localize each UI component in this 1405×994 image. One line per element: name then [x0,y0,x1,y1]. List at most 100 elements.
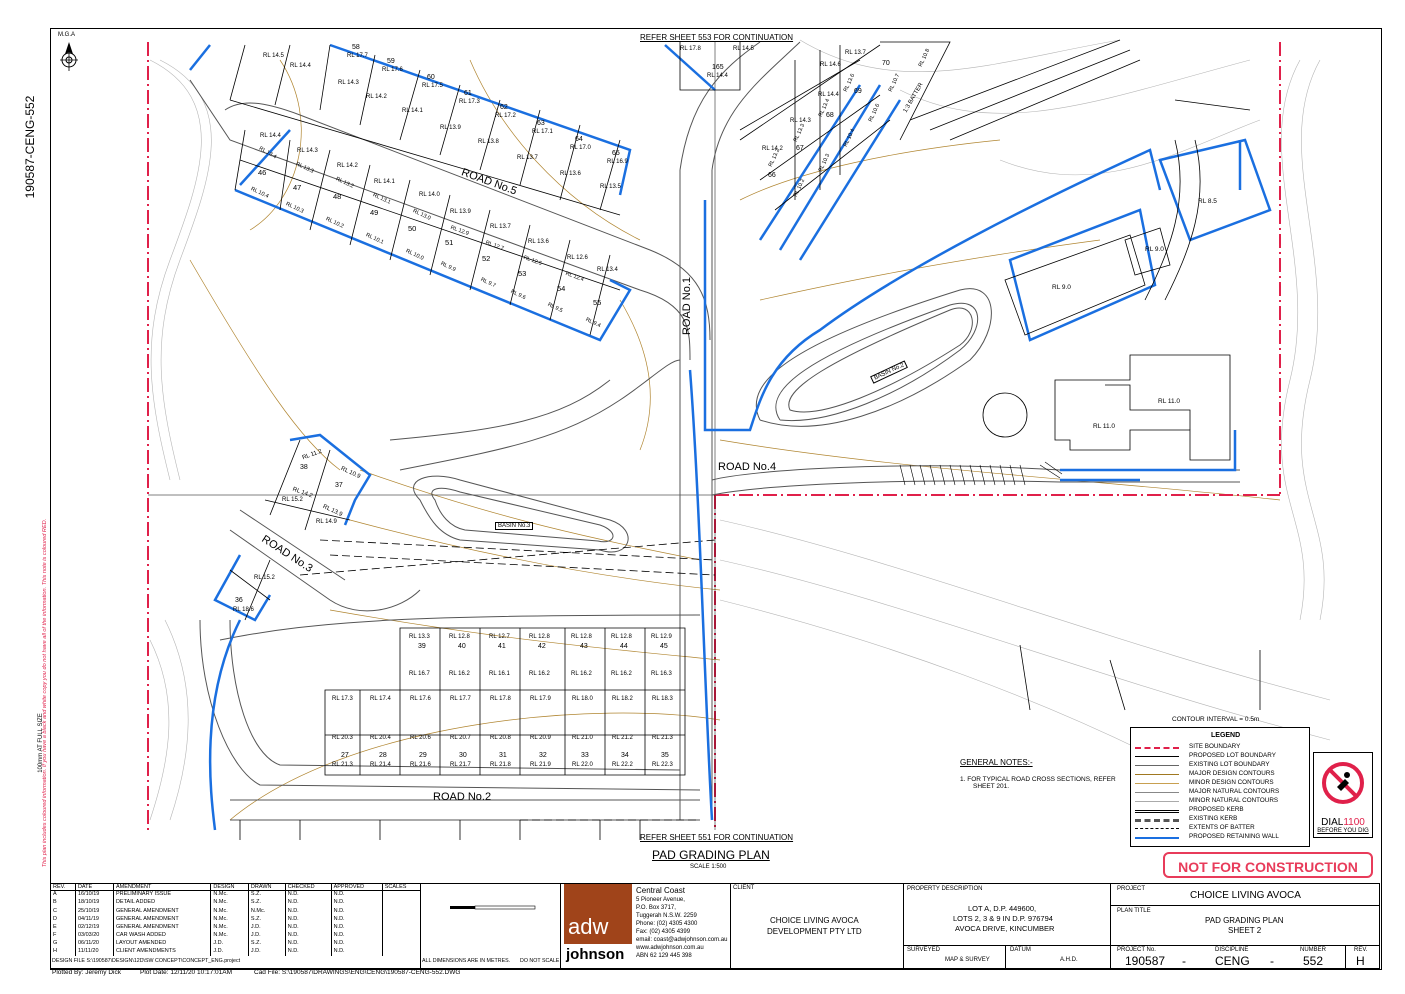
lot-number: 64 [575,136,583,143]
rev-cell: N.D. [284,899,332,908]
lot-rl: RL 21.9 [530,762,551,768]
lot-rl: RL 14.2 [366,94,387,100]
rev-cell: N.Mc. [210,915,249,924]
lot-number: 67 [796,145,804,152]
datum-label: DATUM [1010,947,1031,953]
rev-cell: 06/11/20 [74,939,114,948]
rev-cell: N.D. [284,923,332,932]
legend-item: EXISTING KERB [1135,815,1305,824]
design-file: DESIGN FILE S:\190587\DESIGN\12D\SW CONC… [52,958,241,964]
rev-cell: N.Mc. [210,931,249,940]
legend-item: MINOR NATURAL CONTOURS [1135,797,1305,806]
rev-header: CHECKED [284,884,332,892]
dash-2: - [1270,954,1274,968]
rev-cell: N.D. [330,915,383,924]
lot-number: 30 [459,752,467,759]
rev-cell: N.D. [330,939,383,948]
rev-cell: CLIENT AMENDMENTS [112,947,211,956]
lot-number: 44 [620,643,628,650]
number: 552 [1303,954,1324,968]
legend-item: PROPOSED RETAINING WALL [1135,833,1305,842]
lot-rl: RL 13.7 [845,50,866,56]
surveyed-label: SURVEYED [907,947,940,953]
legend-swatch [1135,828,1179,829]
lot-number: 59 [387,58,395,65]
lot-number: 33 [581,752,589,759]
legend-label: SITE BOUNDARY [1189,743,1241,750]
legend-item: SITE BOUNDARY [1135,743,1305,752]
lot-number: 31 [499,752,507,759]
property-line3: AVOCA DRIVE, KINCUMBER [955,924,1055,933]
lot-rl: RL 16.9 [607,159,628,165]
rev-cell: E [50,923,76,932]
dimensions-note: ALL DIMENSIONS ARE IN METRES. [422,958,511,964]
lot-rl: RL 17.6 [382,67,403,73]
lot-rl: RL 14.2 [762,146,783,152]
legend-label: PROPOSED KERB [1189,806,1244,813]
lot-number: 58 [352,44,360,51]
legend-item: MINOR DESIGN CONTOURS [1135,779,1305,788]
lot-rl: RL 13.7 [517,155,538,161]
dial-number: DIAL1100 [1321,817,1365,828]
legend-label: EXISTING LOT BOUNDARY [1189,761,1270,768]
notes-item-1b: SHEET 201. [973,783,1010,790]
legend-swatch [1135,810,1179,813]
rev-cell: J.D. [210,939,249,948]
lot-rl: RL 14.3 [338,80,359,86]
rev-cell: N.D. [284,947,332,956]
lot-rl: RL 21.3 [652,735,673,741]
lot-rl: RL 17.3 [459,99,480,105]
scale-label: SCALE 1:500 [690,864,727,870]
lot-rl: RL 13.9 [440,125,461,131]
lot-rl: RL 14.2 [337,163,358,169]
rev-cell: J.D. [247,931,286,940]
lot-number: 65 [612,150,620,157]
road-1-label: ROAD No.1 [681,276,694,336]
rev-header: DATE [74,884,114,892]
lot-number: 38 [300,464,308,471]
rev-header: REV. [50,884,76,892]
legend-swatch [1135,792,1179,793]
legend-label: MINOR NATURAL CONTOURS [1189,797,1279,804]
rev-cell: F [50,931,76,940]
legend-label: MAJOR NATURAL CONTOURS [1189,788,1280,795]
rev-cell: GENERAL AMENDMENT [112,923,211,932]
legend-item: MAJOR DESIGN CONTOURS [1135,770,1305,779]
colour-note: This plan includes coloured information.… [42,518,48,868]
number-label: NUMBER [1300,947,1327,953]
rev-cell: A [50,890,76,900]
lot-rl: RL 14.3 [297,148,318,154]
lot-rl: RL 14.4 [818,92,839,98]
lot-rl: RL 14.4 [290,63,311,69]
rev-cell [381,947,420,956]
lot-number: 32 [539,752,547,759]
rev-cell: PRELIMINARY ISSUE [112,890,211,900]
notes-item-1: 1. FOR TYPICAL ROAD CROSS SECTIONS, REFE… [960,776,1116,783]
legend-item: EXTENTS OF BATTER [1135,824,1305,833]
plotted-by: Plotted By: Jeremy Dick [52,969,121,976]
lot-number: 42 [538,643,546,650]
lot-rl: RL 17.6 [410,696,431,702]
lot-number: 41 [498,643,506,650]
lot-number: 53 [518,269,527,278]
lot-rl: RL 17.3 [332,696,353,702]
do-not-scale: DO NOT SCALE [520,958,560,964]
dial-sub: BEFORE YOU DIG [1317,828,1369,834]
plot-date: Plot Date: 12/11/20 10:17:01AM [140,969,233,976]
contour-interval: CONTOUR INTERVAL = 0.5m [1172,716,1260,723]
lot-rl: RL 17.8 [680,46,701,52]
plan-title-2: SHEET 2 [1228,926,1262,935]
lot-rl: RL 14.6 [820,62,841,68]
rev-cell: 11/11/20 [74,947,114,956]
rev-cell: N.D. [330,931,383,940]
lot-number: 36 [235,597,243,604]
lot-rl: RL 20.4 [370,735,391,741]
rev-cell: N.Mc. [210,890,249,900]
lot-rl: RL 14.1 [374,179,395,185]
property-line2: LOTS 2, 3 & 9 IN D.P. 976794 [953,914,1053,923]
legend-swatch [1135,774,1179,775]
lot-number: 35 [661,752,669,759]
